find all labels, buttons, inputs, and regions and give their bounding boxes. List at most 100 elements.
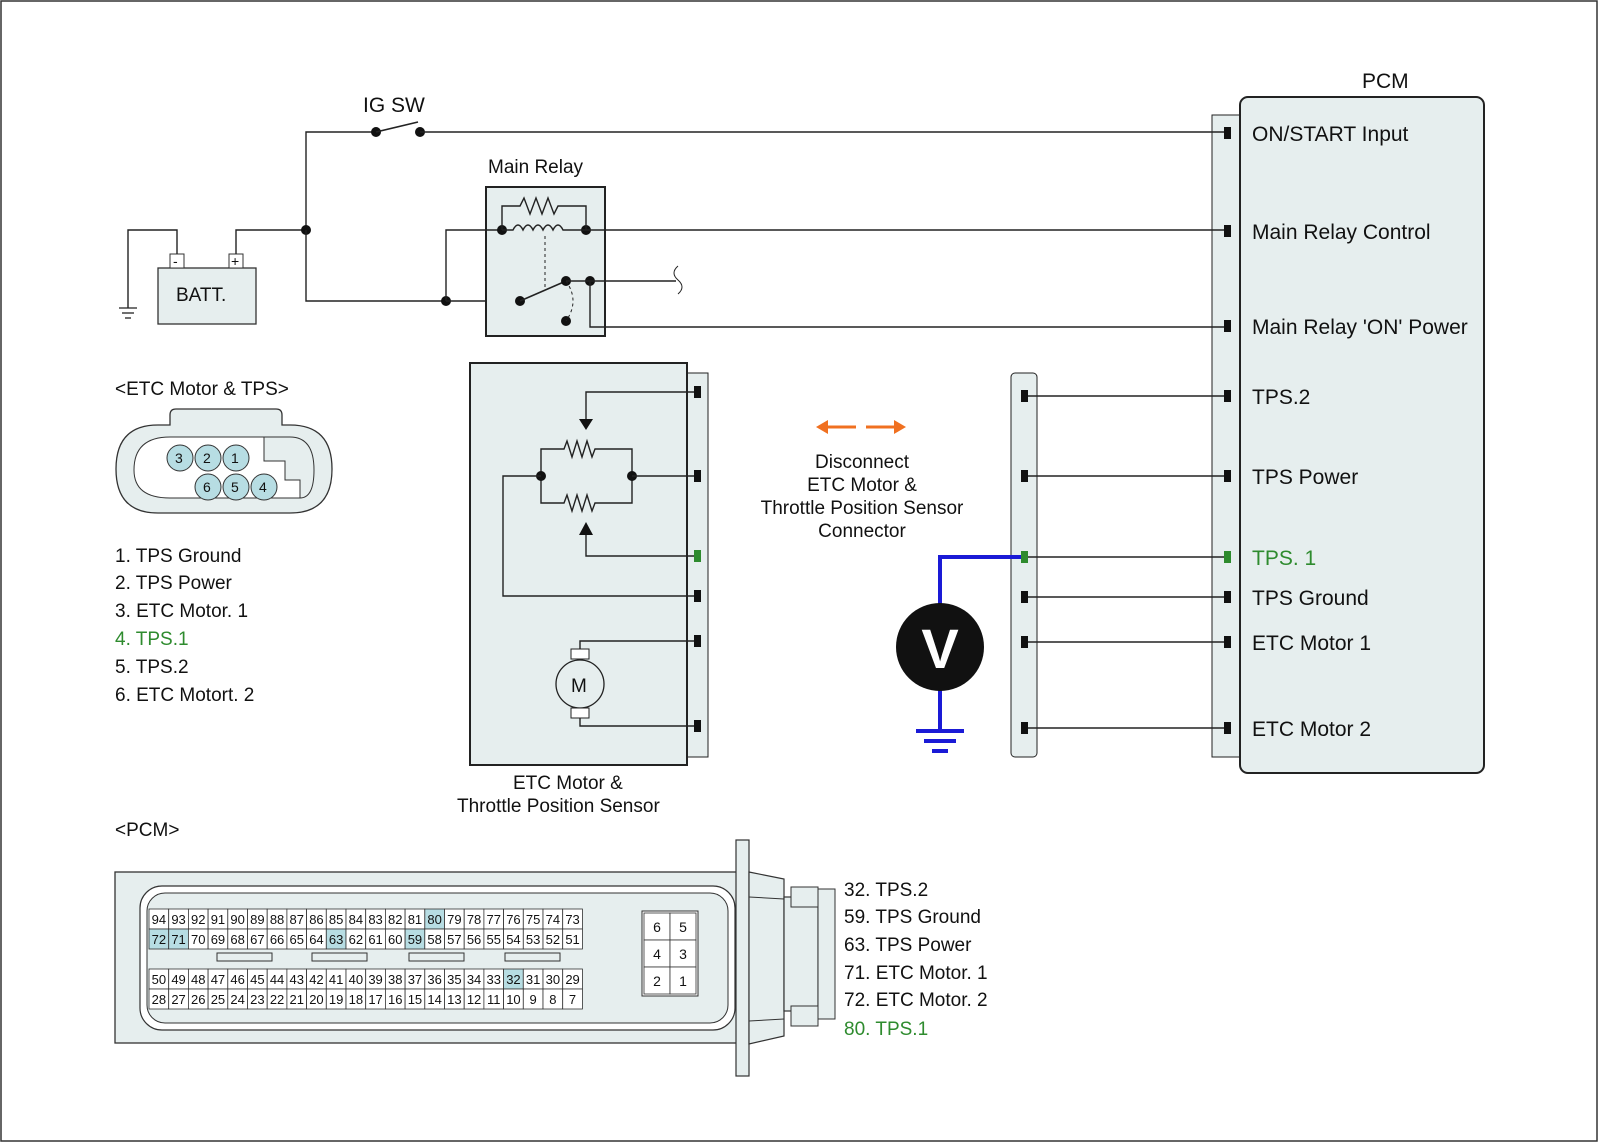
pcm-pin-number: 71 <box>171 932 185 947</box>
legend-item: 1. TPS Ground <box>115 546 241 567</box>
pcm-pin-number: 73 <box>565 912 579 927</box>
pcm-pin-number: 54 <box>506 932 520 947</box>
pcm-small-pin-number: 5 <box>679 919 687 935</box>
instruction-line: Connector <box>818 521 906 542</box>
pcm-pin-number: 19 <box>329 992 343 1007</box>
pcm-pin-number: 28 <box>152 992 166 1007</box>
pcm-pin-main-relay-control: Main Relay Control <box>1252 221 1431 244</box>
pcm-small-pin-cell <box>643 912 671 941</box>
relay-switch-blade <box>519 280 567 302</box>
pcm-pin-number: 91 <box>211 912 225 927</box>
legend-item-highlight: 4. TPS.1 <box>115 629 189 650</box>
pcm-connector-title: <PCM> <box>115 820 179 841</box>
pcm-pin-number: 94 <box>152 912 166 927</box>
relay-diode-resistor <box>501 196 587 230</box>
etc-connector-title: <ETC Motor & TPS> <box>115 379 289 400</box>
pcm-pin-number: 55 <box>487 932 501 947</box>
etc-component-label-1: ETC Motor & <box>513 773 623 794</box>
etc-pin-5 <box>222 473 250 501</box>
ground-icon <box>916 729 964 753</box>
pcm-pin-number: 68 <box>230 932 244 947</box>
pcm-pin-number: 7 <box>569 992 576 1007</box>
pcm-small-pin-number: 6 <box>653 919 661 935</box>
pcm-pin-etc-motor2: ETC Motor 2 <box>1252 718 1371 741</box>
wiper-arrow-down <box>579 419 593 430</box>
pcm-pin-number: 87 <box>290 912 304 927</box>
harness-connector <box>1010 372 1224 758</box>
etc-component-connector-strip <box>685 372 709 758</box>
pcm-pin-number: 48 <box>191 972 205 987</box>
pcm-pin-number: 70 <box>191 932 205 947</box>
pcm-pin-number: 40 <box>349 972 363 987</box>
etc-pin-num: 3 <box>175 450 183 466</box>
pcm-pin-number: 11 <box>487 992 501 1007</box>
pcm-pin-main-relay-on-power: Main Relay 'ON' Power <box>1252 316 1468 339</box>
pcm-small-pin-number: 4 <box>653 946 661 962</box>
pcm-title: PCM <box>1362 70 1409 93</box>
etc-pin-legend: 1. TPS Ground 2. TPS Power 3. ETC Motor.… <box>115 546 254 706</box>
pcm-pin-number: 21 <box>290 992 304 1007</box>
pcm-pin-number: 17 <box>368 992 382 1007</box>
pcm-pin-number: 76 <box>506 912 520 927</box>
pcm-pin-number: 60 <box>388 932 402 947</box>
etc-pin-3 <box>166 444 194 472</box>
pcm-pin-number: 52 <box>546 932 560 947</box>
pcm-pin-number: 53 <box>526 932 540 947</box>
tps-resistor-lower <box>540 476 633 514</box>
pcm-small-pin-cell <box>669 966 697 995</box>
pcm-pin-number: 15 <box>408 992 422 1007</box>
pcm-pin-number: 92 <box>191 912 205 927</box>
instruction-line: Throttle Position Sensor <box>761 498 964 519</box>
battery-label: BATT. <box>176 285 226 306</box>
pcm-pin-number: 47 <box>211 972 225 987</box>
pcm-pin-number: 37 <box>408 972 422 987</box>
pcm-pin-number: 12 <box>467 992 481 1007</box>
pcm-pin-number: 64 <box>309 932 323 947</box>
etc-pin-num: 6 <box>203 479 211 495</box>
etc-pin-num: 5 <box>231 479 239 495</box>
pcm-pin-number: 42 <box>309 972 323 987</box>
battery-neg-sign: - <box>173 253 178 269</box>
latch <box>216 952 273 962</box>
pcm-pin-number: 32 <box>506 972 520 987</box>
pcm-pin-tps-power: TPS Power <box>1252 466 1358 489</box>
pcm-pin-number: 77 <box>487 912 501 927</box>
pcm-pin-number: 10 <box>506 992 520 1007</box>
pcm-pin-number: 14 <box>427 992 441 1007</box>
power-circuit: IG SW BATT. - + Main Relay <box>119 94 1224 337</box>
pcm-pin-number: 62 <box>349 932 363 947</box>
etc-pin-6 <box>194 473 222 501</box>
legend-item-highlight: 80. TPS.1 <box>844 1019 928 1040</box>
voltmeter-icon <box>896 603 984 691</box>
pcm-pin-number: 43 <box>290 972 304 987</box>
pcm-pin-number: 41 <box>329 972 343 987</box>
pcm-pin-tps-ground: TPS Ground <box>1252 587 1369 610</box>
pcm-pin-number: 78 <box>467 912 481 927</box>
pcm-pin-number: 46 <box>230 972 244 987</box>
pcm-pin-number: 18 <box>349 992 363 1007</box>
pcm-pin-number: 35 <box>447 972 461 987</box>
instruction-line: Disconnect <box>815 452 910 473</box>
pcm-pin-on-start: ON/START Input <box>1252 123 1409 146</box>
pcm-pin-number: 93 <box>171 912 185 927</box>
pcm-pin-number: 50 <box>152 972 166 987</box>
battery-body <box>157 267 257 325</box>
pcm-pin-number: 16 <box>388 992 402 1007</box>
pcm-pin-number: 44 <box>270 972 284 987</box>
pcm-pin-number: 82 <box>388 912 402 927</box>
pcm-pin-number: 49 <box>171 972 185 987</box>
pcm-pin-number: 90 <box>230 912 244 927</box>
probe-wire-positive <box>938 555 1021 605</box>
pcm-pin-cell <box>562 928 583 950</box>
pcm-pin-number: 30 <box>546 972 560 987</box>
voltmeter: V <box>896 555 1021 753</box>
wire-break-mark <box>673 265 683 295</box>
main-relay-label: Main Relay <box>488 157 584 178</box>
pcm-pin-number: 63 <box>329 932 343 947</box>
pcm-pin-number: 79 <box>447 912 461 927</box>
pcm-pin-number: 59 <box>408 932 422 947</box>
pcm-pin-number: 51 <box>565 932 579 947</box>
